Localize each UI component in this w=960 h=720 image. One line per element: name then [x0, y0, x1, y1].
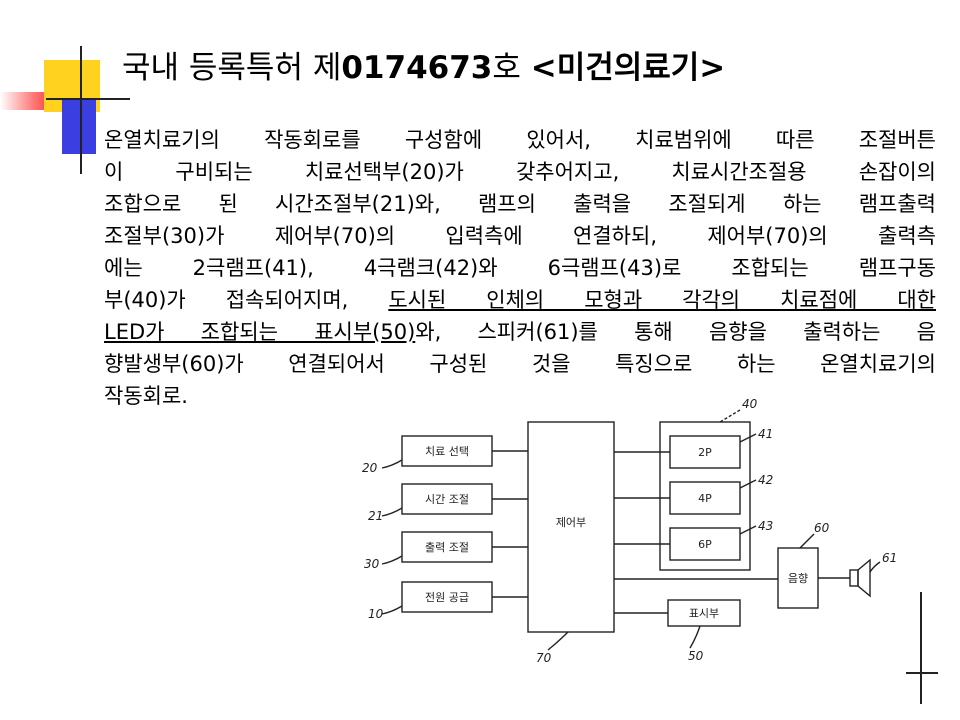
claim-line: 부(40)가 접속되어지며, 도시된 인체의 모형과 각각의 치료점에 대한	[104, 284, 936, 316]
ref-10: 10	[368, 607, 384, 621]
claim-segment: 이 구비되는 치료선택부(20)가 갖추어지고, 치료시간조절용 손잡이의	[104, 160, 936, 184]
label-output-adjust: 출력 조절	[425, 541, 469, 554]
title-patent-number: 0174673	[341, 50, 493, 86]
label-lamp-6p: 6P	[698, 538, 712, 551]
claim-line: 온열치료기의 작동회로를 구성함에 있어서, 치료범위에 따른 조절버튼	[104, 124, 936, 156]
label-lamp-4p: 4P	[698, 492, 712, 505]
label-display-unit: 표시부	[689, 607, 719, 620]
ref-61: 61	[882, 551, 897, 565]
decor-vertical-line	[80, 46, 82, 174]
decor-right-vertical-line	[920, 592, 922, 704]
box-lamp-driver-group	[659, 421, 751, 571]
claim-line: 조절부(30)가 제어부(70)의 입력측에 연결하되, 제어부(70)의 출력…	[104, 220, 936, 252]
label-lamp-2p: 2P	[698, 446, 712, 459]
claim-segment: 온열치료기의 작동회로를 구성함에 있어서, 치료범위에 따른 조절버튼	[104, 128, 936, 152]
title-prefix: 국내 등록특허 제	[122, 50, 342, 86]
label-time-adjust: 시간 조절	[425, 493, 469, 506]
ref-40: 40	[742, 397, 758, 411]
label-control-unit: 제어부	[556, 516, 586, 529]
claim-line: LED가 조합되는 표시부(50)와, 스피커(61)를 통해 음향을 출력하는…	[104, 316, 936, 348]
claim-underlined-segment: 도시된 인체의 모형과 각각의 치료점에 대한	[388, 288, 936, 312]
circuit-block-diagram: 치료 선택 시간 조절 출력 조절 전원 공급 제어부 2P 4P 6P 표시부…	[362, 397, 897, 665]
claim-segment: 작동회로.	[104, 384, 188, 408]
title-suffix: 호	[492, 50, 531, 86]
claim-segment: 부(40)가 접속되어지며,	[104, 288, 389, 312]
claim-segment: 와, 스피커(61)를 통해 음향을 출력하는 음	[415, 320, 936, 344]
ref-50: 50	[688, 649, 704, 663]
claim-line: 에는 2극램프(41), 4극램크(42)와 6극램프(43)로 조합되는 램프…	[104, 252, 936, 284]
slide-title: 국내 등록특허 제0174673호 <미건의료기>	[122, 42, 725, 87]
ref-41: 41	[758, 427, 773, 441]
claim-segment: 에는 2극램프(41), 4극램크(42)와 6극램프(43)로 조합되는 램프…	[104, 256, 936, 280]
ref-70: 70	[536, 651, 552, 665]
ref-42: 42	[758, 473, 773, 487]
claim-line: 조합으로 된 시간조절부(21)와, 램프의 출력을 조절되게 하는 램프출력	[104, 188, 936, 220]
decor-horizontal-line	[46, 98, 130, 100]
claim-line: 이 구비되는 치료선택부(20)가 갖추어지고, 치료시간조절용 손잡이의	[104, 156, 936, 188]
ref-20: 20	[362, 461, 378, 475]
claim-segment: 조합으로 된 시간조절부(21)와, 램프의 출력을 조절되게 하는 램프출력	[104, 192, 936, 216]
ref-30: 30	[364, 557, 380, 571]
title-company: <미건의료기>	[530, 50, 726, 86]
speaker-icon	[849, 569, 859, 587]
decor-right-horizontal-line	[906, 672, 938, 674]
label-treatment-select: 치료 선택	[425, 445, 469, 458]
ref-21: 21	[368, 509, 383, 523]
claim-segment: 향발생부(60)가 연결되어서 구성된 것을 특징으로 하는 온열치료기의	[104, 352, 936, 376]
claim-segment: 조절부(30)가 제어부(70)의 입력측에 연결하되, 제어부(70)의 출력…	[104, 224, 936, 248]
label-power-supply: 전원 공급	[425, 591, 469, 604]
label-sound-unit: 음향	[788, 572, 808, 585]
decor-blue-square	[62, 98, 96, 154]
ref-43: 43	[758, 519, 773, 533]
claim-line: 작동회로.	[104, 380, 936, 412]
claim-line: 향발생부(60)가 연결되어서 구성된 것을 특징으로 하는 온열치료기의	[104, 348, 936, 380]
claim-underlined-segment: LED가 조합되는 표시부(50)	[104, 320, 416, 344]
ref-60: 60	[814, 521, 830, 535]
box-control-unit	[527, 421, 615, 633]
